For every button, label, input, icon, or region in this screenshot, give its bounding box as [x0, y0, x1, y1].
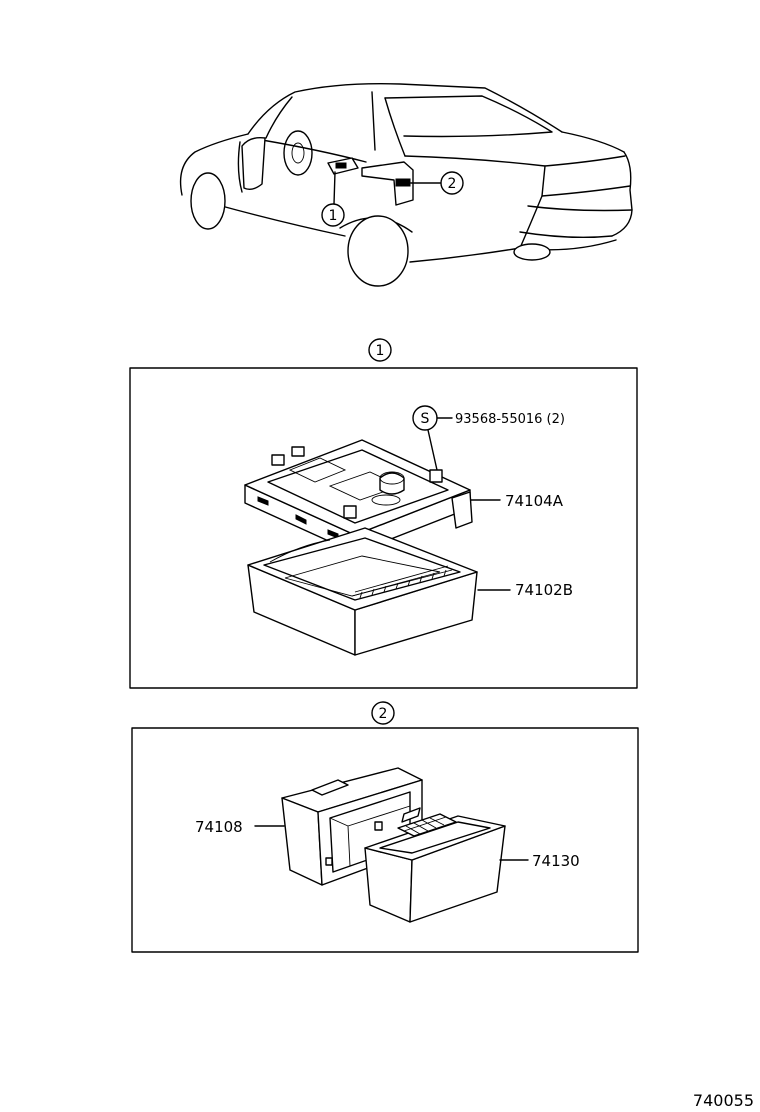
part-number-74104a: 74104A — [505, 492, 564, 510]
part-number-74130: 74130 — [532, 852, 580, 870]
part-number-74102b: 74102B — [515, 581, 573, 599]
far-rear-wheel — [513, 243, 551, 261]
part-74108-housing — [281, 767, 423, 886]
ashtray-snuffer — [397, 813, 457, 837]
vehicle-illustration: 1 2 — [179, 82, 633, 287]
housing-clip — [374, 821, 383, 831]
view-1-frame — [129, 367, 638, 689]
view-2-frame — [131, 727, 639, 953]
frame-opening — [267, 449, 449, 524]
car-front-fender — [179, 133, 249, 196]
console-ashtray-marker — [335, 162, 347, 169]
vehicle-callout-1-leader — [333, 171, 336, 205]
housing-clip-lower — [325, 857, 333, 866]
view-2-circle — [371, 701, 395, 725]
vehicle-callout-2-circle — [440, 171, 464, 195]
steering-wheel-hub — [291, 142, 305, 164]
part-74104a-frame — [244, 439, 473, 569]
ashtray-left-face — [364, 847, 413, 923]
frame-tab-left — [271, 454, 285, 466]
rear-ashtray-marker — [395, 178, 411, 187]
housing-inner-wall — [329, 805, 411, 867]
car-side-sill — [217, 204, 521, 263]
front-wheel — [190, 172, 226, 230]
illustration-number: 740055 — [693, 1091, 754, 1110]
drawer-back-wall — [269, 539, 331, 563]
frame-slot-1 — [257, 496, 269, 506]
rear-wheel — [347, 215, 409, 287]
frame-right-bracket — [451, 491, 473, 529]
screw-symbol: S — [421, 411, 430, 427]
car-front-door — [241, 136, 266, 191]
view-1: 1 S 93568-55016 (2) 74104A — [129, 338, 638, 689]
part-74102b-drawer — [247, 527, 478, 656]
ashtray-snuffer-grid — [403, 816, 447, 835]
drawer-grill — [351, 565, 453, 599]
frame-tab-back — [291, 446, 305, 457]
frame-knob-top — [379, 471, 405, 485]
view-2-label: 2 — [379, 706, 388, 722]
rear-armrest-location — [361, 161, 414, 206]
vehicle-callout-1-label: 1 — [329, 208, 338, 224]
housing-left-face — [281, 797, 323, 886]
frame-knob — [379, 472, 405, 495]
steering-wheel — [283, 130, 313, 176]
car-rear-quarter — [519, 195, 543, 249]
car-trunk-lid — [404, 131, 625, 167]
view-2: 2 74108 74130 — [131, 701, 639, 953]
ashtray-tab — [401, 807, 421, 823]
part-74130-ashtray — [364, 807, 506, 923]
housing-top-tab — [311, 779, 349, 796]
car-windshield — [265, 96, 293, 139]
car-c-pillar — [384, 97, 406, 157]
car-rear-end — [611, 151, 633, 237]
view-1-label: 1 — [376, 343, 385, 359]
car-door-edges — [237, 139, 367, 193]
frame-tab-front — [343, 505, 357, 519]
frame-tab-right — [429, 469, 443, 483]
part-number-93568-55016: 93568-55016 (2) — [455, 412, 565, 427]
car-tail-lights — [541, 155, 631, 197]
car-b-pillar — [371, 91, 376, 151]
car-rear-window — [384, 95, 553, 138]
screw-leader — [427, 417, 453, 471]
part-number-74108: 74108 — [195, 818, 243, 836]
frame-knob-base — [371, 494, 401, 506]
car-roof — [247, 82, 563, 135]
car-rear-bumper — [519, 205, 633, 251]
view-1-circle — [368, 338, 392, 362]
frame-slot-2 — [295, 514, 307, 525]
vehicle-callout-2-label: 2 — [448, 176, 457, 192]
vehicle-callout-1-circle — [321, 203, 345, 227]
